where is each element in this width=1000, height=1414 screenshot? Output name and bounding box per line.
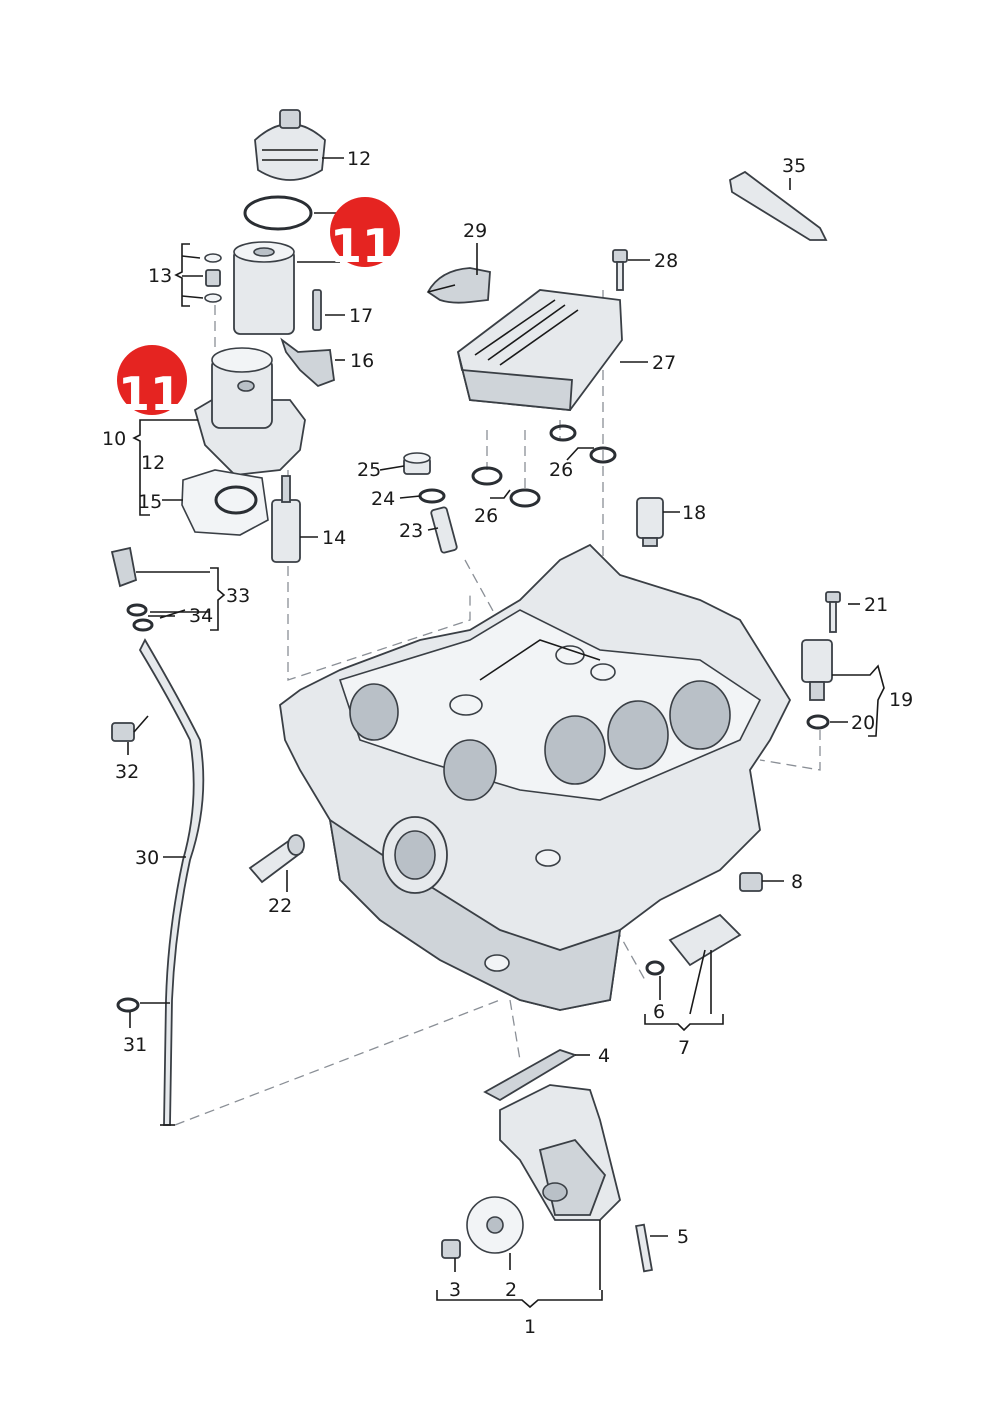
label-25: 25 [357,459,381,481]
label-24: 24 [371,488,395,510]
label-10: 10 [102,428,126,450]
label-26-left: 26 [474,505,498,527]
label-19: 19 [889,689,913,711]
label-21: 21 [864,594,888,616]
label-33: 33 [226,585,250,607]
label-35: 35 [782,155,806,177]
label-15: 15 [138,491,162,513]
label-32: 32 [115,761,139,783]
label-3: 3 [449,1279,461,1301]
label-26-right: 26 [549,459,573,481]
label-13: 13 [148,265,172,287]
label-4: 4 [598,1045,610,1067]
label-12-side: 12 [141,452,165,474]
label-31: 31 [123,1034,147,1056]
label-8: 8 [791,871,803,893]
assembly-dash-lines [174,290,821,1126]
leader-lines [127,157,885,1309]
label-28: 28 [654,250,678,272]
label-34: 34 [189,605,213,627]
sensors-and-fasteners [110,170,841,1126]
label-30: 30 [135,847,159,869]
oil-filter-housing-group [181,109,335,563]
label-5: 5 [677,1226,689,1248]
engine-block [279,543,792,1011]
oil-pump-group [441,1049,653,1273]
label-7: 7 [678,1037,690,1059]
label-17: 17 [349,305,373,327]
label-16: 16 [350,350,374,372]
highlight-badge-b[interactable]: 11 [117,345,187,421]
label-12-top: 12 [347,148,371,170]
label-23: 23 [399,520,423,542]
label-27: 27 [652,352,676,374]
label-22: 22 [268,895,292,917]
label-18: 18 [682,502,706,524]
label-14: 14 [322,527,346,549]
part-labels: 1 2 3 4 5 6 7 8 10 12 12 13 14 15 16 17 … [102,148,913,1338]
highlight-badge-a[interactable]: 11 [330,197,400,273]
label-6: 6 [653,1001,665,1023]
oil-cooler-group [403,249,628,554]
badge-b-text: 11 [118,367,182,421]
label-29: 29 [463,220,487,242]
label-20: 20 [851,712,875,734]
label-2: 2 [505,1279,517,1301]
badge-a-text: 11 [330,219,394,273]
label-1: 1 [524,1316,536,1338]
